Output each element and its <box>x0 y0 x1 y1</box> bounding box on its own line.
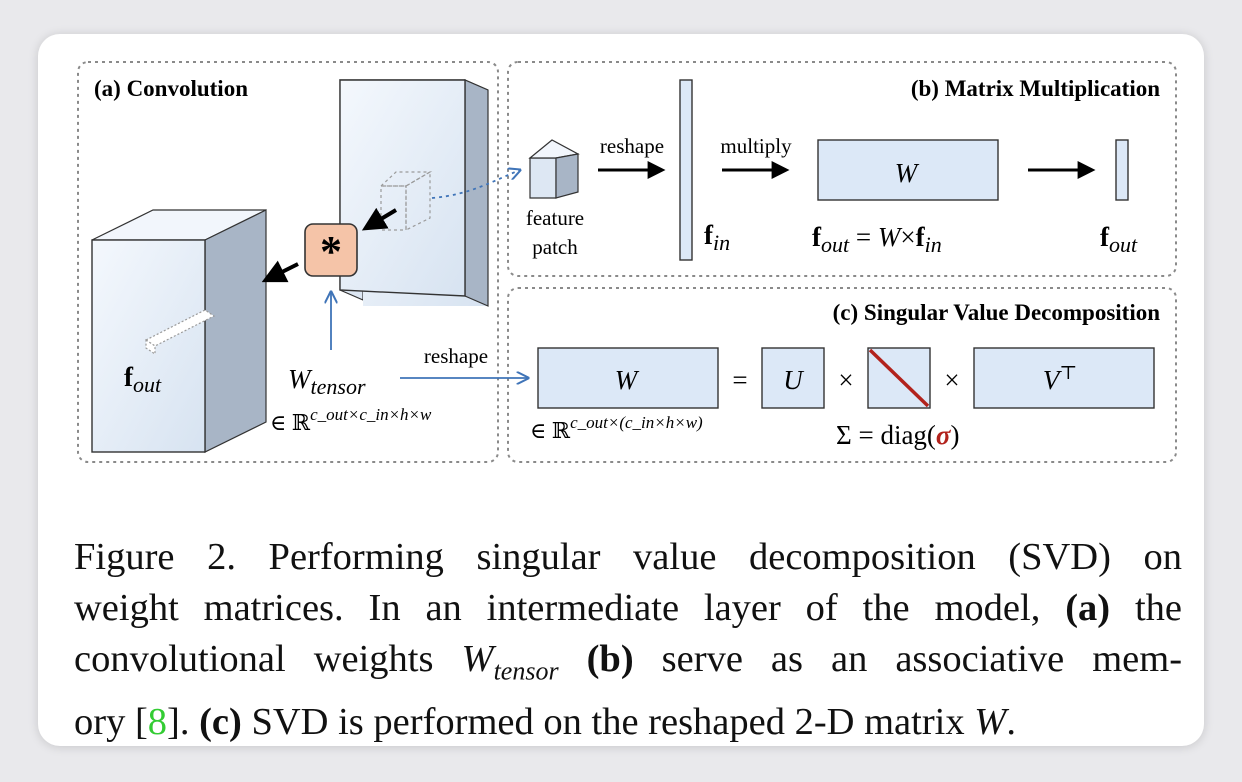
panel-a-frame <box>77 61 499 463</box>
vt-matrix-label: V⊤ <box>1043 363 1077 395</box>
times-sign-2: × <box>944 365 959 395</box>
w-matrix-b <box>817 139 999 201</box>
citation-link[interactable]: 8 <box>147 700 168 743</box>
reshape-label-c: reshape <box>424 344 488 368</box>
output-tensor: fout <box>91 209 267 453</box>
equals-sign: = <box>732 365 747 395</box>
reshape-label-b: reshape <box>600 134 664 158</box>
sigma-equation: Σ = diag(σ) <box>836 420 959 450</box>
sigma-matrix <box>867 347 931 409</box>
u-matrix <box>761 347 825 409</box>
vt-matrix <box>973 347 1155 409</box>
u-matrix-label: U <box>783 365 804 395</box>
fout-label-a: fout <box>124 362 162 397</box>
w-matrix-c <box>537 347 719 409</box>
figure-caption: Figure 2. Performing singular value deco… <box>74 532 1182 748</box>
fout-vector <box>1115 139 1129 201</box>
fin-vector <box>679 79 693 261</box>
arrow-patch-to-feature <box>431 170 520 199</box>
panel-b-title: (b) Matrix Multiplication <box>911 76 1160 101</box>
panel-c-frame <box>507 287 1177 463</box>
feature-patch-cube <box>528 139 580 199</box>
feature-patch-label-1: feature <box>526 206 584 230</box>
w-matrix-c-label: W <box>615 365 640 395</box>
equation-b: fout = W×fin <box>812 222 942 257</box>
caption-line-1: Figure 2. Performing singular value deco… <box>74 536 1182 578</box>
multiply-label: multiply <box>720 134 792 158</box>
w-tensor-label: Wtensor <box>288 364 366 399</box>
fin-label: fin <box>704 220 730 255</box>
caption-line-2: weight matrices. In an intermediate laye… <box>74 587 1183 629</box>
w-matrix-domain: ∈ ℝc_out×(c_in×h×w) <box>530 413 703 443</box>
caption-line-3: convolutional weights Wtensor (b) serve … <box>74 638 1183 686</box>
arrow-patch-to-conv <box>361 207 398 231</box>
times-sign-1: × <box>838 365 853 395</box>
conv-symbol: * <box>320 227 342 276</box>
arrow-conv-to-output <box>261 260 299 283</box>
w-matrix-b-label: W <box>895 158 920 188</box>
caption-line-4: ory [8]. (c) SVD is performed on the res… <box>74 700 1016 743</box>
output-fiber <box>144 309 216 356</box>
panel-c-title: (c) Singular Value Decomposition <box>833 300 1161 325</box>
panel-a-title: (a) Convolution <box>94 76 248 101</box>
w-tensor-domain: ∈ ℝc_out×c_in×h×w <box>270 405 432 435</box>
feature-patch-label-2: patch <box>532 235 578 259</box>
conv-operator <box>304 223 358 277</box>
fout-label-b: fout <box>1100 222 1138 257</box>
input-tensor <box>339 79 489 307</box>
